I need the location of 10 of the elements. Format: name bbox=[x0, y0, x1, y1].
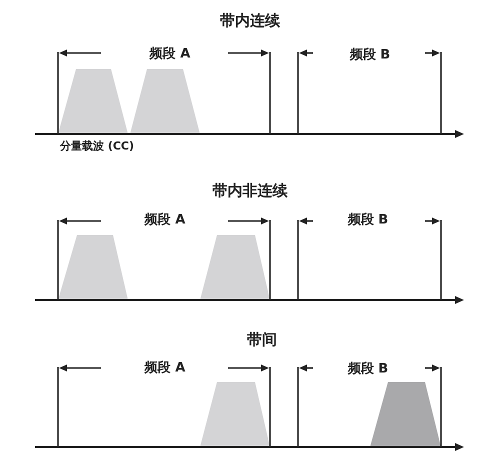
band-label: 频段 B bbox=[350, 48, 390, 64]
band-label: 频段 B bbox=[348, 362, 388, 378]
panel-heading: 带间 bbox=[247, 331, 277, 349]
band-label: 频段 A bbox=[150, 48, 190, 62]
panel-heading: 带内连续 bbox=[220, 12, 280, 30]
band-label: 频段 A bbox=[144, 214, 186, 228]
carrier-label: 分量载波 (CC) bbox=[60, 140, 134, 154]
band-label: 频段 B bbox=[348, 214, 388, 228]
panel-heading: 带内非连续 bbox=[212, 182, 288, 200]
band-label: 频段 A bbox=[144, 362, 186, 376]
